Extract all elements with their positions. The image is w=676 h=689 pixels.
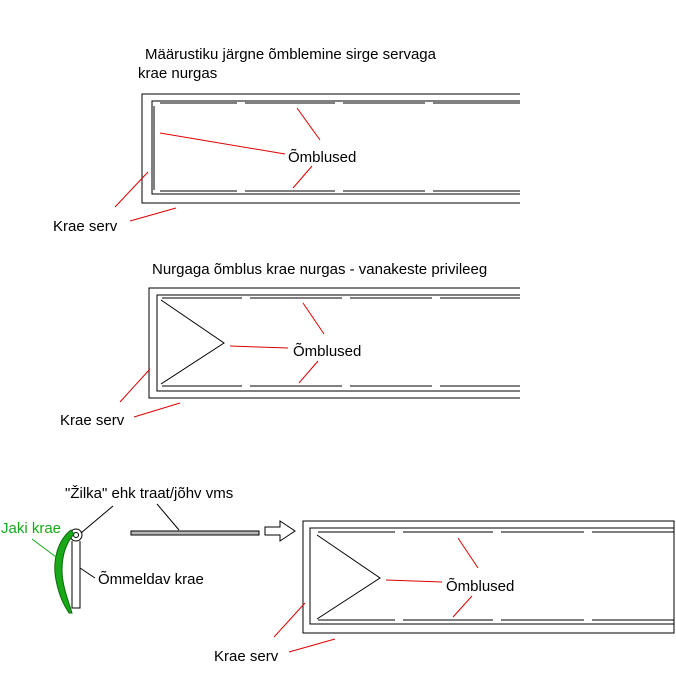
section-wire-technique: "Žilka" ehk traat/jõhv vms Jaki krae Õmm… <box>1 485 675 665</box>
sewn-collar-icon <box>71 541 81 609</box>
right-arrow-icon <box>264 520 296 542</box>
seams-leaders <box>385 537 479 618</box>
edge-leader-3a <box>273 602 306 638</box>
jacket-collar-icon <box>54 529 75 614</box>
section2-title: Nurgaga õmblus krae nurgas - vanakeste p… <box>152 261 487 278</box>
section-angled-corner: Nurgaga õmblus krae nurgas - vanakeste p… <box>60 261 520 429</box>
wire-core-icon <box>73 532 79 538</box>
collar-outline-outer <box>302 520 675 634</box>
section1-title-line1: Määrustiku järgne õmblemine sirge servag… <box>145 46 437 63</box>
section2-seams-label: Õmblused <box>293 343 361 360</box>
wire-piece-leader <box>156 503 180 531</box>
section2-edge-label: Krae serv <box>60 412 125 429</box>
corner-seam-angled <box>160 299 225 385</box>
edge-leader-2b <box>133 402 181 418</box>
wire-piece <box>130 530 260 536</box>
edge-leader-1b <box>129 207 177 222</box>
collar-outline-inner <box>309 527 675 625</box>
seams-leaders <box>159 107 321 189</box>
section1-seams-label: Õmblused <box>288 149 356 166</box>
edge-leader-1a <box>114 171 149 208</box>
collar-outline-inner <box>156 294 520 392</box>
collar-outline-inner <box>151 100 520 195</box>
jacket-collar-leader <box>31 538 61 561</box>
section-straight-corner: Määrustiku järgne õmblemine sirge servag… <box>53 46 520 235</box>
section1-title-line2: krae nurgas <box>138 65 217 82</box>
seams-leaders <box>229 302 325 384</box>
edge-leader-3b <box>288 638 336 653</box>
section3-seams-label: Õmblused <box>446 578 514 595</box>
sewn-collar-leader <box>79 567 96 579</box>
corner-seam-angled <box>316 534 381 620</box>
edge-leader-2a <box>119 368 151 403</box>
jacket-collar-label: Jaki krae <box>1 520 61 537</box>
collar-outline-outer <box>141 93 520 204</box>
collar-outline-outer <box>148 287 520 399</box>
sewn-collar-label: Õmmeldav krae <box>98 571 204 588</box>
section1-edge-label: Krae serv <box>53 218 118 235</box>
wire-label: "Žilka" ehk traat/jõhv vms <box>65 485 233 502</box>
section3-edge-label: Krae serv <box>214 648 279 665</box>
wire-label-leader <box>80 505 114 534</box>
